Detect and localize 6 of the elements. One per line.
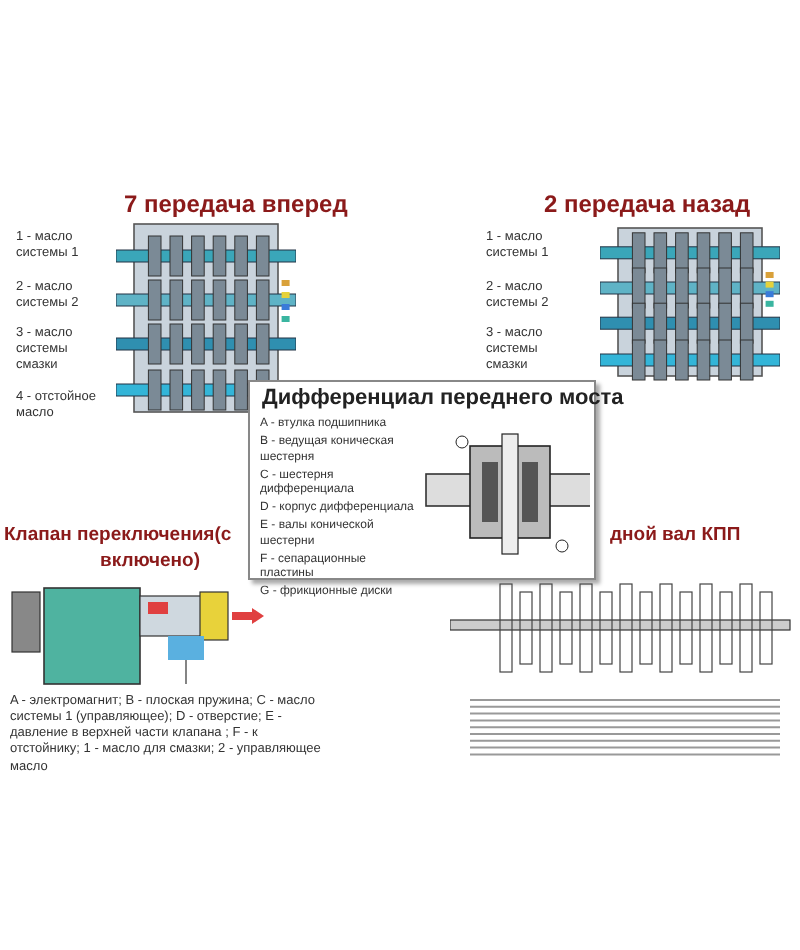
section-title: 2 передача назад bbox=[544, 190, 751, 218]
section-title: дной вал КПП bbox=[610, 524, 741, 546]
section-title: включено) bbox=[100, 550, 201, 572]
section-title: 7 передача вперед bbox=[124, 190, 348, 218]
panel-title: Дифференциал переднего моста bbox=[262, 386, 624, 410]
section-title: Клапан переключения(с bbox=[4, 524, 232, 546]
